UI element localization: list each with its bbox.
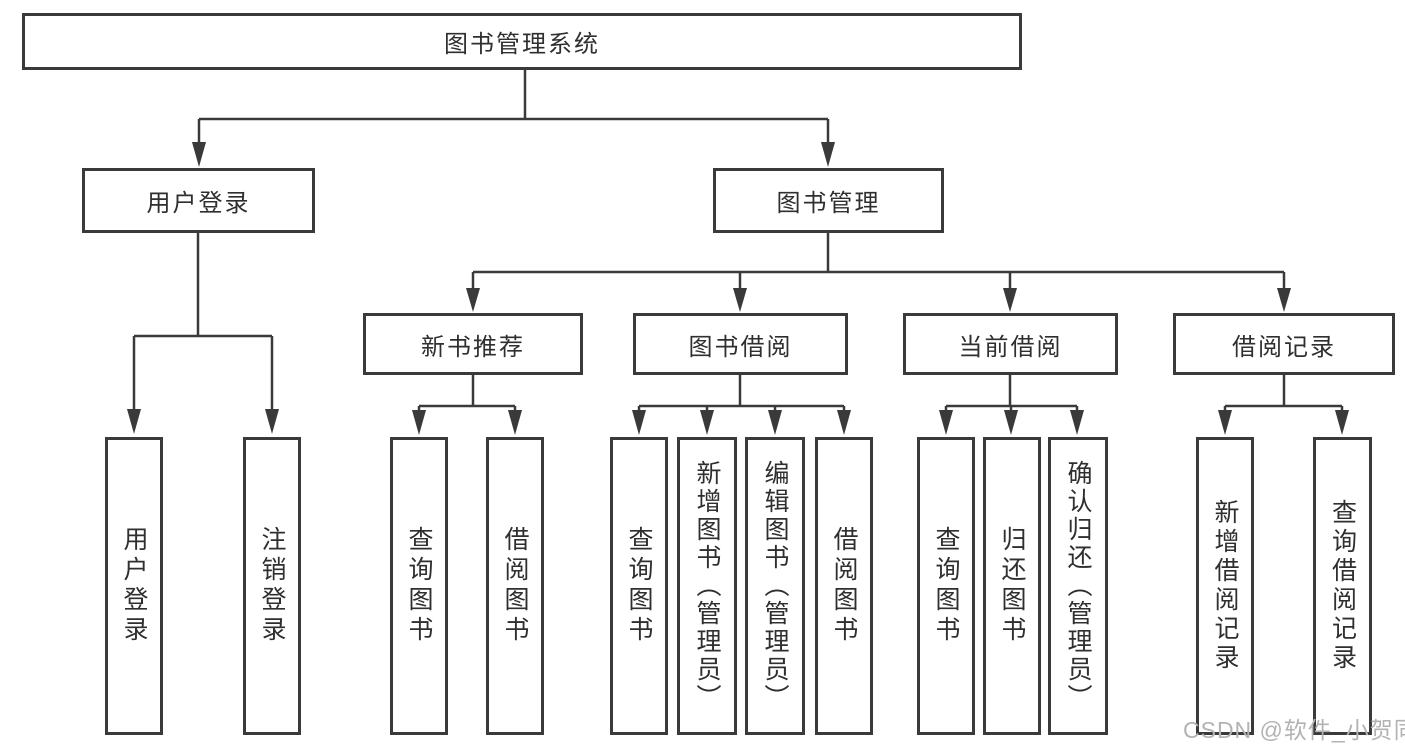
- csdn-watermark: CSDN @软件_小贺同学: [1183, 717, 1405, 743]
- node-user-login-branch: 用户登录: [82, 168, 315, 233]
- leaf-query-book-borrow: 查询图书: [610, 437, 668, 735]
- leaf-logout: 注销登录: [243, 437, 301, 735]
- node-new-book-recommend: 新书推荐: [363, 313, 583, 375]
- node-current-borrow: 当前借阅: [903, 313, 1118, 375]
- leaf-add-book-admin: 新增图书（管理员）: [677, 437, 737, 735]
- leaf-query-book-current: 查询图书: [917, 437, 975, 735]
- leaf-add-borrow-record: 新增借阅记录: [1196, 437, 1254, 735]
- arrowhead-icons: [127, 142, 1349, 435]
- leaf-edit-book-admin: 编辑图书（管理员）: [745, 437, 805, 735]
- node-borrow-record: 借阅记录: [1173, 313, 1395, 375]
- leaf-confirm-return-admin: 确认归还（管理员）: [1048, 437, 1108, 735]
- leaf-borrow-book: 借阅图书: [815, 437, 873, 735]
- leaf-user-login: 用户登录: [105, 437, 163, 735]
- node-book-borrow: 图书借阅: [633, 313, 848, 375]
- leaf-borrow-book-recommend: 借阅图书: [486, 437, 544, 735]
- node-book-management-branch: 图书管理: [713, 168, 944, 233]
- leaf-query-borrow-record: 查询借阅记录: [1313, 437, 1372, 735]
- node-root: 图书管理系统: [22, 13, 1022, 70]
- leaf-query-book-recommend: 查询图书: [390, 437, 448, 735]
- leaf-return-book: 归还图书: [983, 437, 1041, 735]
